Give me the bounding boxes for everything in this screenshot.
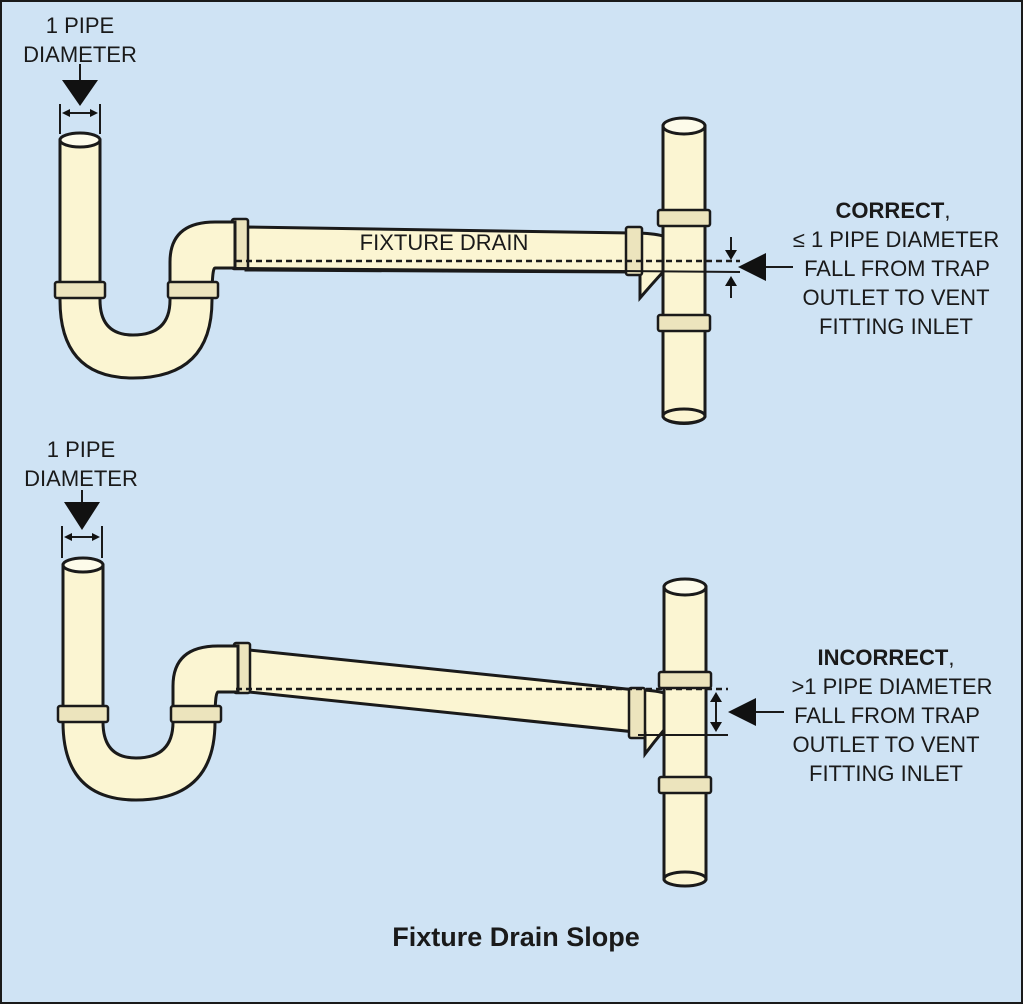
correct-desc-line2: FALL FROM TRAP bbox=[804, 256, 990, 281]
pipe-diameter-dimension-top bbox=[59, 64, 101, 134]
vent-stack-bottom bbox=[657, 577, 713, 888]
incorrect-desc-line4: FITTING INLET bbox=[809, 761, 963, 786]
incorrect-desc-line3: OUTLET TO VENT bbox=[792, 732, 979, 757]
incorrect-status-word: INCORRECT bbox=[818, 645, 949, 670]
incorrect-desc-line1: >1 PIPE DIAMETER bbox=[791, 674, 992, 699]
diameter-label-bottom-line1: 1 PIPE bbox=[47, 437, 115, 462]
incorrect-status-label: INCORRECT, bbox=[818, 645, 955, 670]
diameter-label-bottom-line2: DIAMETER bbox=[24, 466, 138, 491]
pointer-arrow-incorrect bbox=[728, 698, 756, 726]
down-pointer-arrow-bottom bbox=[64, 502, 100, 530]
fall-dimension-bottom bbox=[710, 692, 722, 732]
diagram-title: Fixture Drain Slope bbox=[392, 922, 640, 952]
fall-dimension-top bbox=[725, 237, 737, 298]
correct-desc-line3: OUTLET TO VENT bbox=[802, 285, 989, 310]
pointer-arrow-correct bbox=[738, 253, 766, 281]
fixture-drain-arm-bottom bbox=[232, 641, 666, 759]
correct-status-word: CORRECT bbox=[836, 198, 945, 223]
correct-slope-diagram: 1 PIPE DIAMETER FIXTURE DRAIN CORRECT, ≤… bbox=[23, 13, 999, 425]
correct-status-label: CORRECT, bbox=[836, 198, 951, 223]
diameter-label-top-line2: DIAMETER bbox=[23, 42, 137, 67]
diameter-label-top-line1: 1 PIPE bbox=[46, 13, 114, 38]
p-trap-top bbox=[53, 131, 237, 380]
incorrect-desc-line2: FALL FROM TRAP bbox=[794, 703, 980, 728]
p-trap-bottom bbox=[56, 556, 240, 802]
correct-desc-line1: ≤ 1 PIPE DIAMETER bbox=[793, 227, 999, 252]
incorrect-slope-diagram: 1 PIPE DIAMETER INCORRECT, >1 PIPE DIAME… bbox=[24, 437, 993, 888]
fixture-drain-label: FIXTURE DRAIN bbox=[360, 230, 529, 255]
correct-desc-line4: FITTING INLET bbox=[819, 314, 973, 339]
correct-status-comma: , bbox=[944, 198, 950, 223]
down-pointer-arrow-top bbox=[62, 80, 98, 106]
pipe-diameter-dimension-bottom bbox=[61, 490, 103, 558]
incorrect-status-comma: , bbox=[948, 645, 954, 670]
